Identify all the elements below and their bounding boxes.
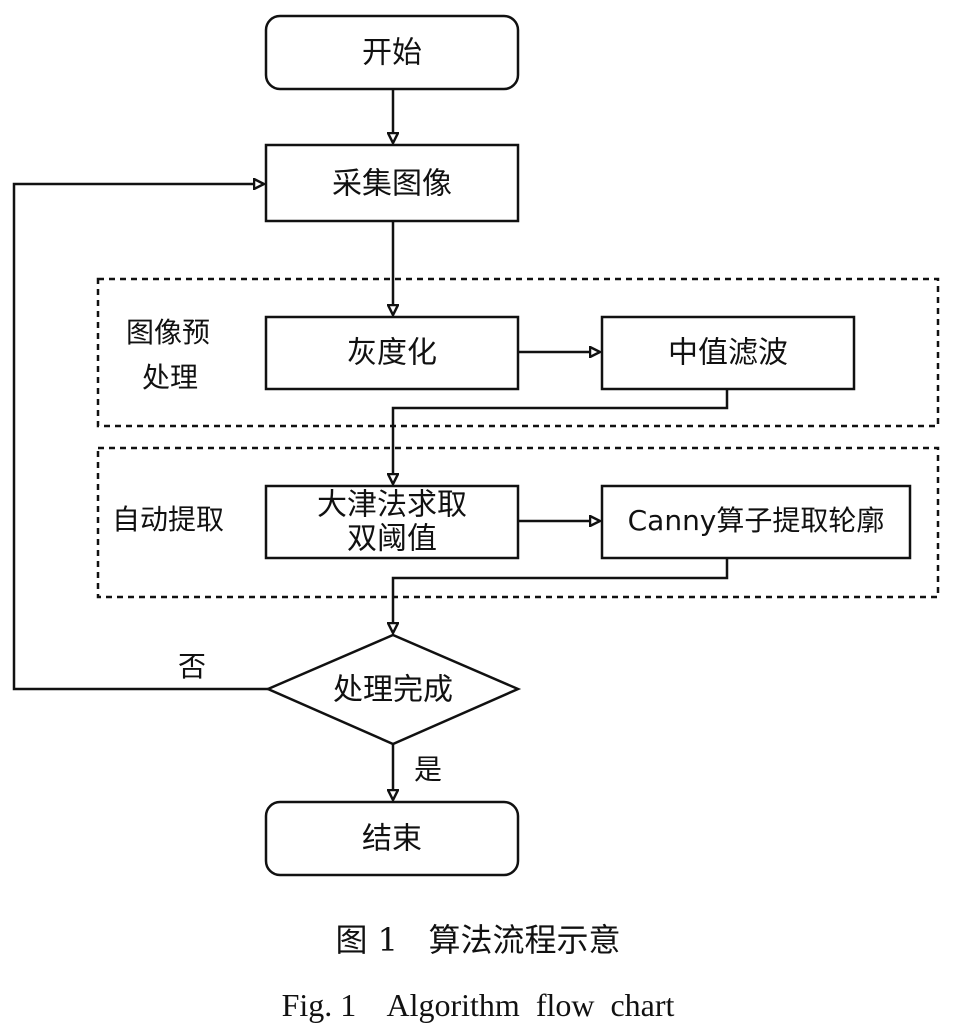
caption-chinese: 图 1 算法流程示意: [335, 921, 620, 959]
edge-label-no: 否: [178, 650, 206, 683]
preprocess-group-label-line1: 图像预: [126, 316, 210, 349]
auto-extract-group: [96, 446, 940, 599]
median-label: 中值滤波: [668, 336, 788, 371]
decision-label: 处理完成: [333, 673, 453, 708]
edge-canny-decision: [393, 558, 729, 633]
preprocess-group: [96, 277, 940, 428]
gray-label: 灰度化: [347, 336, 437, 371]
capture-node: [264, 143, 520, 223]
edge-label-yes: 是: [414, 753, 442, 786]
end-node: [264, 800, 520, 877]
canny-label: Canny算子提取轮廓: [628, 504, 885, 537]
gray-node: [264, 315, 520, 391]
otsu-label-line1: 大津法求取: [317, 488, 467, 523]
edge-decision-no-loop: [12, 184, 268, 691]
median-node: [600, 315, 856, 391]
otsu-node: [264, 484, 520, 560]
end-label: 结束: [362, 822, 422, 857]
otsu-label-line2: 双阈值: [347, 522, 437, 557]
auto-extract-group-label: 自动提取: [112, 503, 224, 536]
decision-node: [264, 633, 522, 746]
canny-node: [600, 484, 912, 560]
edge-median-otsu: [393, 389, 729, 484]
start-label: 开始: [362, 36, 422, 71]
capture-label: 采集图像: [332, 167, 452, 202]
start-node: [264, 14, 520, 91]
preprocess-group-label-line2: 处理: [142, 361, 198, 394]
caption-english: Fig. 1 Algorithm flow chart: [282, 987, 675, 1023]
